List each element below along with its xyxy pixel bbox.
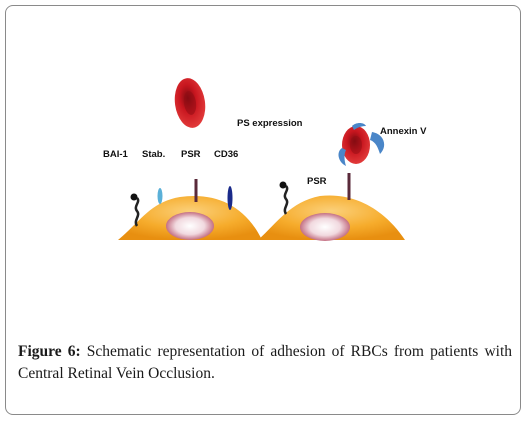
- endothelial-cell-left: [118, 195, 262, 240]
- label-cd36: CD36: [214, 149, 238, 160]
- figure-label: Figure 6:: [18, 343, 81, 360]
- red-blood-cell-annexin: [338, 123, 385, 166]
- label-ps-expression: PS expression: [237, 118, 303, 129]
- annexin-v-shape: [370, 132, 385, 154]
- caption-text: Schematic representation of adhesion of …: [18, 343, 512, 382]
- endothelial-cell-right: [258, 195, 405, 241]
- red-blood-cell-top: [174, 78, 206, 128]
- figure-frame: [5, 5, 521, 415]
- label-annexin-v: Annexin V: [380, 126, 427, 137]
- nucleus-right: [300, 213, 350, 241]
- figure-caption: Figure 6: Schematic representation of ad…: [18, 341, 512, 385]
- label-psr-left: PSR: [181, 149, 201, 160]
- label-bai1: BAI-1: [103, 149, 129, 160]
- nucleus-left: [166, 212, 214, 240]
- bai1-receptor-right: [279, 181, 289, 215]
- label-psr-right: PSR: [307, 176, 327, 187]
- cd36-receptor: [227, 186, 233, 210]
- bai1-receptor-left: [130, 193, 140, 227]
- label-stabilin: Stab.: [142, 149, 165, 160]
- stabilin-receptor: [157, 188, 163, 204]
- adhesion-diagram: BAI-1 Stab. PSR CD36 PS expression PSR A…: [103, 78, 427, 241]
